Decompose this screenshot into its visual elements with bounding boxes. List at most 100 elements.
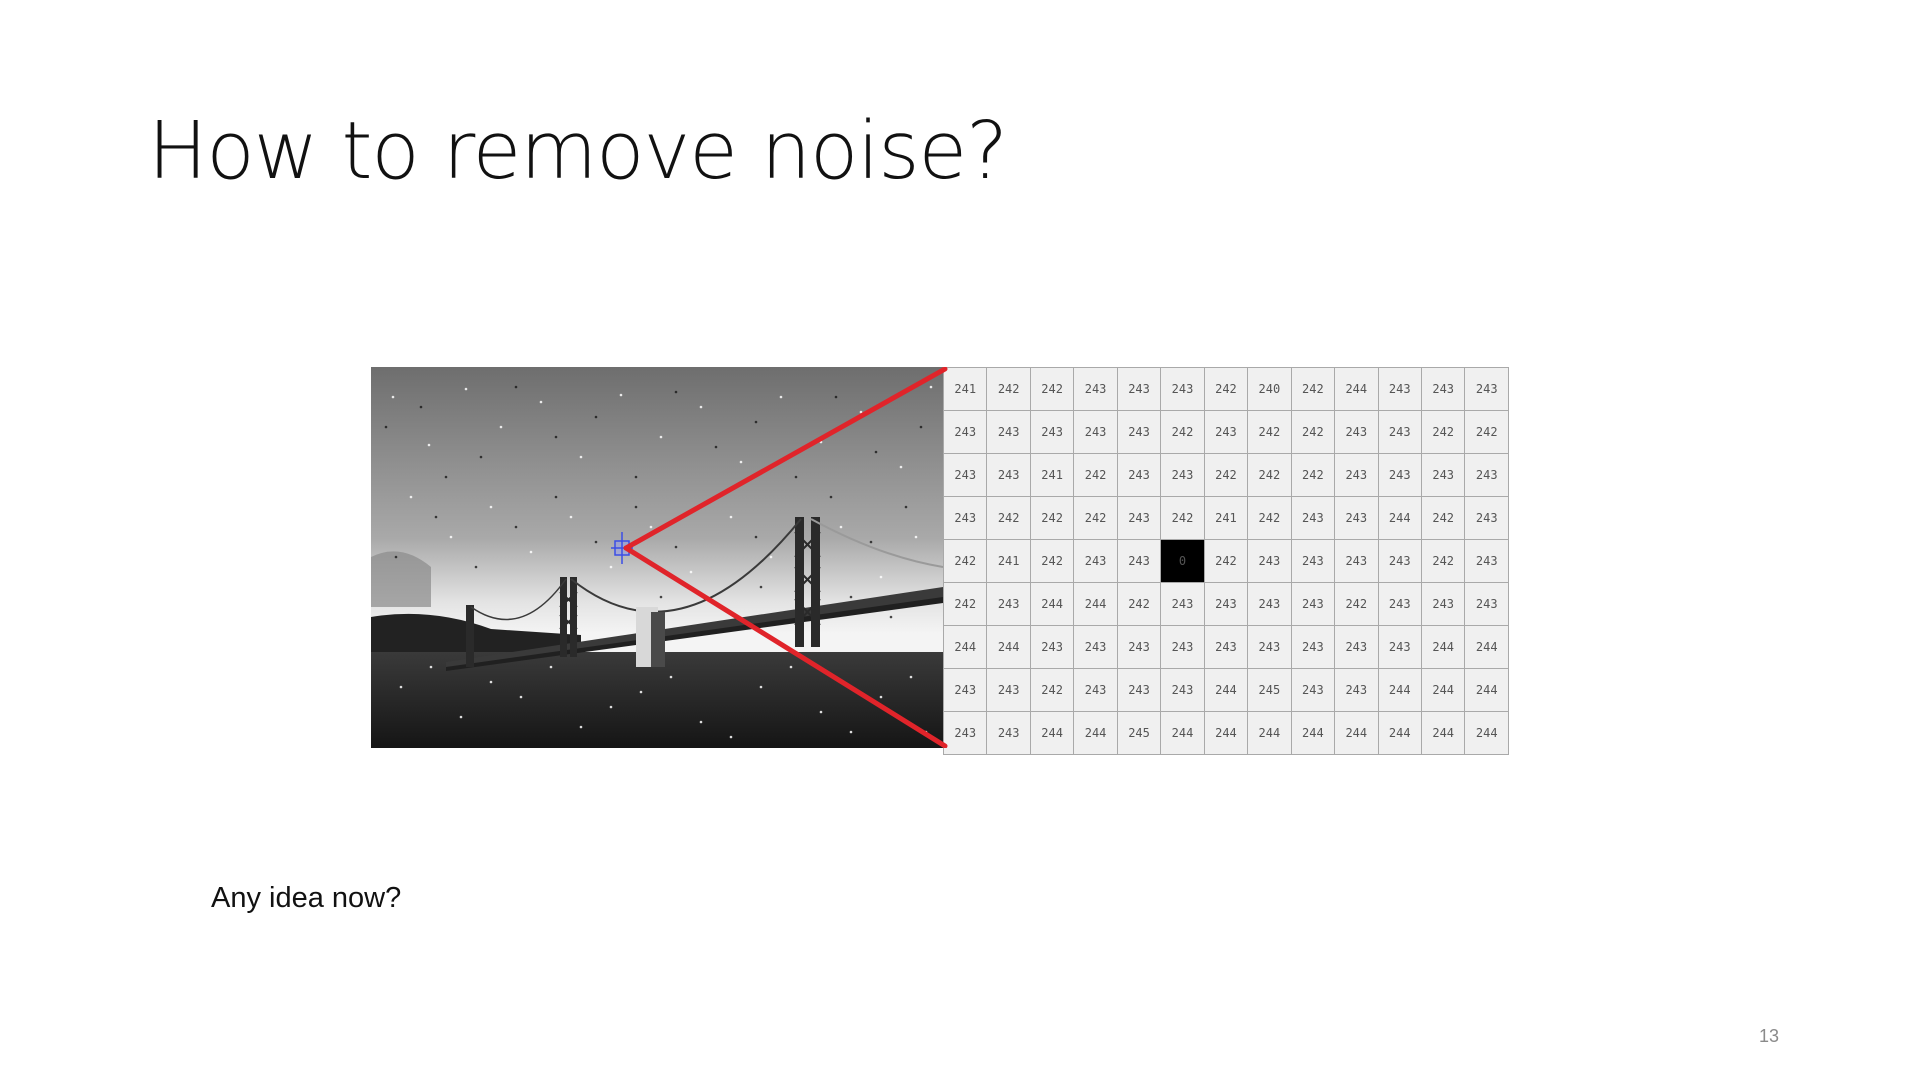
pixel-cell: 243 (942, 410, 988, 454)
pixel-cell: 243 (986, 453, 1031, 497)
pixel-cell: 243 (1160, 367, 1205, 411)
pixel-cell: 243 (942, 711, 988, 755)
pixel-cell: 242 (1420, 539, 1466, 583)
pixel-cell: 243 (986, 410, 1031, 454)
pixel-cell: 242 (1073, 453, 1118, 497)
pixel-cell: 244 (1464, 711, 1509, 755)
pixel-cell: 244 (1290, 711, 1336, 755)
slide-title: How to remove noise? (148, 105, 1008, 197)
pixel-cell: 243 (1464, 582, 1509, 626)
pixel-cell: 244 (986, 625, 1031, 669)
pixel-cell: 242 (1290, 367, 1336, 411)
slide-caption: Any idea now? (211, 882, 402, 914)
pixel-cell: 243 (1464, 539, 1509, 583)
pixel-cell: 244 (1377, 711, 1422, 755)
pixel-cell: 242 (942, 539, 988, 583)
pixel-cell: 241 (986, 539, 1031, 583)
pixel-cell: 243 (1160, 453, 1205, 497)
pixel-cell: 241 (942, 367, 988, 411)
pixel-cell: 242 (1029, 539, 1075, 583)
pixel-cell: 243 (1160, 625, 1205, 669)
pixel-cell: 243 (1116, 625, 1162, 669)
pixel-cell: 243 (1073, 625, 1118, 669)
pixel-cell: 244 (1029, 582, 1075, 626)
pixel-cell: 244 (1073, 582, 1118, 626)
pixel-cell: 243 (1334, 410, 1379, 454)
pixel-cell: 243 (942, 668, 988, 712)
pixel-cell: 242 (986, 496, 1031, 540)
pixel-cell: 242 (1160, 496, 1205, 540)
pixel-cell: 243 (1116, 539, 1162, 583)
pixel-cell: 243 (1377, 539, 1422, 583)
pixel-cell: 243 (1464, 367, 1509, 411)
pixel-cell: 242 (1247, 453, 1292, 497)
pixel-cell: 243 (1377, 625, 1422, 669)
pixel-cell: 243 (1160, 582, 1205, 626)
pixel-cell: 244 (1203, 711, 1249, 755)
pixel-cell: 243 (1290, 668, 1336, 712)
pixel-cell: 245 (1247, 668, 1292, 712)
pixel-cell: 242 (1420, 496, 1466, 540)
pixel-cell: 244 (1203, 668, 1249, 712)
pixel-cell: 245 (1116, 711, 1162, 755)
bridge-photo (371, 367, 943, 748)
pixel-cell: 242 (1334, 582, 1379, 626)
pixel-cell: 0 (1160, 539, 1205, 583)
pixel-cell: 243 (1029, 625, 1075, 669)
pixel-cell: 243 (1334, 539, 1379, 583)
pixel-cell: 244 (1073, 711, 1118, 755)
pixel-cell: 242 (1029, 668, 1075, 712)
pixel-cell: 243 (1420, 453, 1466, 497)
pixel-cell: 243 (1334, 668, 1379, 712)
pixel-cell: 242 (1029, 496, 1075, 540)
pixel-cell: 243 (1247, 582, 1292, 626)
pixel-cell: 244 (1420, 711, 1466, 755)
pixel-cell: 243 (1290, 539, 1336, 583)
pixel-cell: 242 (1116, 582, 1162, 626)
pixel-cell: 244 (1420, 668, 1466, 712)
pixel-cell: 242 (1464, 410, 1509, 454)
pixel-cell: 243 (1247, 539, 1292, 583)
pixel-cell: 243 (1290, 625, 1336, 669)
pixel-cell: 242 (1203, 453, 1249, 497)
pixel-cell: 242 (1160, 410, 1205, 454)
pixel-cell: 243 (1377, 367, 1422, 411)
pixel-cell: 243 (1334, 453, 1379, 497)
pixel-cell: 243 (1464, 496, 1509, 540)
pixel-cell: 244 (942, 625, 988, 669)
pixel-cell: 244 (1247, 711, 1292, 755)
pixel-cell: 242 (986, 367, 1031, 411)
pixel-cell: 243 (1203, 410, 1249, 454)
pixel-cell: 243 (942, 453, 988, 497)
pixel-cell: 243 (1116, 367, 1162, 411)
pixel-cell: 242 (1420, 410, 1466, 454)
pixel-cell: 244 (1160, 711, 1205, 755)
pixel-cell: 243 (1377, 453, 1422, 497)
pixel-cell: 243 (1116, 453, 1162, 497)
pixel-cell: 243 (986, 668, 1031, 712)
pixel-cell: 243 (1116, 496, 1162, 540)
pixel-cell: 240 (1247, 367, 1292, 411)
pixel-cell: 244 (1377, 496, 1422, 540)
pixel-cell: 243 (1334, 496, 1379, 540)
pixel-cell: 243 (1073, 668, 1118, 712)
pixel-cell: 243 (1116, 410, 1162, 454)
pixel-cell: 243 (1377, 410, 1422, 454)
pixel-cell: 243 (1247, 625, 1292, 669)
pixel-cell: 243 (1420, 582, 1466, 626)
pixel-cell: 242 (1290, 410, 1336, 454)
pixel-cell: 242 (1247, 410, 1292, 454)
pixel-cell: 243 (1290, 496, 1336, 540)
pixel-cell: 242 (1290, 453, 1336, 497)
pixel-cell: 244 (1464, 668, 1509, 712)
pixel-cell: 242 (1073, 496, 1118, 540)
pixel-cell: 243 (1290, 582, 1336, 626)
pixel-cell: 242 (942, 582, 988, 626)
pixel-cell: 243 (1334, 625, 1379, 669)
pixel-cell: 243 (1073, 539, 1118, 583)
